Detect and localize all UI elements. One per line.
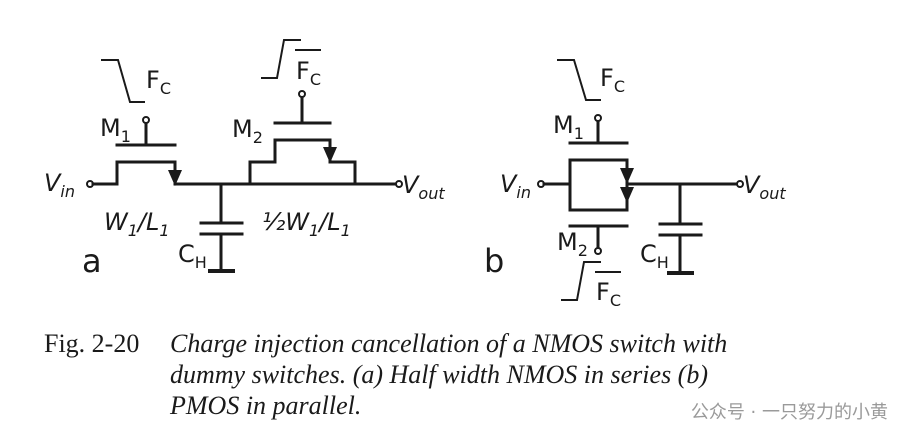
b-panel-label: b (484, 242, 504, 280)
a-m2-size-label: ½W1/L1 (262, 208, 351, 240)
b-m1-arrow-icon (620, 168, 634, 184)
a-m2-arrow-icon (323, 147, 337, 163)
b-vin-label: Vin (500, 170, 531, 202)
figure-number: Fig. 2-20 (44, 329, 140, 358)
b-m2-gate-terminal (594, 247, 602, 255)
a-m2-label: M2 (232, 115, 263, 147)
b-m2-arrow-icon (620, 187, 634, 203)
a-vout-terminal (395, 180, 403, 188)
a-ch-label: CH (178, 240, 207, 272)
caption-line-3: PMOS in parallel. (170, 391, 362, 420)
b-m1-label: M1 (553, 111, 584, 143)
b-fc-waveform (557, 59, 601, 101)
a-vout-label: Vout (402, 171, 445, 203)
b-m2-label: M2 (557, 228, 588, 260)
a-fc-waveform (101, 59, 145, 103)
a-fc-label: FC (146, 66, 171, 98)
a-fcbar-waveform (261, 39, 301, 79)
a-fcbar-label: FC (296, 57, 321, 89)
a-m1-size-label: W1/L1 (104, 208, 170, 240)
a-m1-arrow-icon (168, 170, 182, 186)
a-panel-label: a (82, 242, 102, 280)
caption-line-2: dummy switches. (a) Half width NMOS in s… (170, 360, 709, 389)
a-vin-wire (91, 160, 119, 186)
a-m2-gate-terminal (298, 90, 306, 98)
b-fcbar-label: FC (596, 278, 621, 310)
b-vout-label: Vout (743, 171, 786, 203)
b-ch-label: CH (640, 240, 669, 272)
a-vin-label: Vin (44, 169, 75, 201)
a-m1-gate-terminal (142, 116, 150, 124)
b-fc-label: FC (600, 64, 625, 96)
a-m1-label: M1 (100, 114, 131, 146)
watermark: 公众号 · 一只努力的小黄 (690, 402, 888, 423)
b-m1-gate-terminal (594, 114, 602, 122)
caption-line-1: Charge injection cancellation of a NMOS … (170, 329, 728, 358)
b-fcbar-waveform (561, 261, 601, 301)
b-vout-terminal (736, 180, 744, 188)
